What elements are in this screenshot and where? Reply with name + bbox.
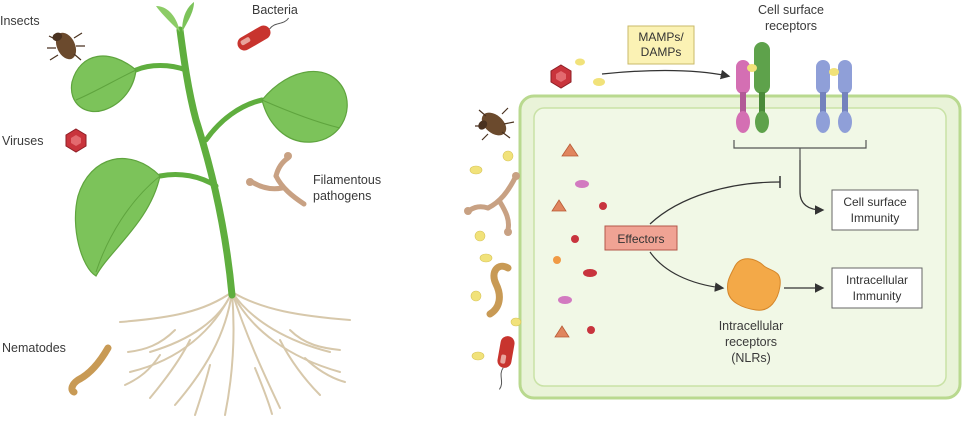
label-filamentous-line1: Filamentous	[313, 173, 381, 187]
effector-dot	[599, 202, 607, 210]
label-filamentous-line2: pathogens	[313, 189, 371, 203]
intracellular-immunity-line2: Immunity	[853, 289, 902, 303]
leaf-lower-left	[74, 158, 161, 277]
label-insects: Insects	[0, 14, 40, 28]
nlr-receptor-icon	[727, 258, 781, 311]
effector-pill	[575, 180, 589, 188]
effector-pill	[558, 296, 572, 304]
intracellular-receptors-line2: receptors	[725, 335, 777, 349]
mamp-particle	[593, 78, 605, 86]
effector-dot	[571, 235, 579, 243]
plant-stem	[176, 26, 236, 299]
receptor-pink-green	[736, 42, 770, 133]
nematode-icon	[68, 344, 112, 396]
mamp-particle	[575, 58, 585, 66]
mamps-damps-box	[627, 25, 695, 65]
mamp-particles-outside	[469, 150, 522, 361]
effectors-label: Effectors	[617, 232, 664, 246]
insect-icon-right	[475, 107, 515, 141]
effector-dot	[587, 326, 595, 334]
bacteria-icon	[237, 17, 290, 51]
effectors-box	[604, 225, 678, 251]
effector-inhibition-line	[649, 181, 781, 225]
label-bacteria: Bacteria	[252, 3, 298, 17]
cell-surface-receptors-line1: Cell surface	[758, 3, 824, 17]
cell-surface-immunity-line2: Immunity	[851, 211, 900, 225]
effector-particles	[551, 143, 607, 338]
plant	[70, 2, 351, 416]
leaf-top	[156, 2, 194, 32]
filamentous-pathogen-icon	[249, 155, 307, 207]
effector-triangle	[551, 199, 567, 212]
cell-surface-immunity-box	[831, 189, 919, 231]
intracellular-immunity-box	[831, 267, 923, 309]
virus-icon-right	[550, 64, 572, 89]
receptor-blue-pair	[816, 60, 852, 133]
mamps-label-line1: MAMPs/	[638, 30, 684, 44]
mamps-arrow	[601, 69, 731, 80]
effector-triangle	[554, 325, 570, 338]
effector-dot	[553, 256, 561, 264]
intracellular-receptors-line1: Intracellular	[719, 319, 784, 333]
cell-surface-signal-arrow	[799, 160, 825, 215]
plant-roots	[119, 291, 351, 416]
mamps-label-line2: DAMPs	[641, 45, 682, 59]
effector-to-nlr-arrow	[649, 251, 725, 292]
bacteria-icon-right	[497, 336, 515, 390]
virus-icon	[65, 128, 87, 153]
insect-icon	[47, 32, 85, 61]
nematode-icon-right	[486, 262, 512, 318]
filamentous-pathogen-icon-right	[467, 173, 519, 233]
effector-pill	[583, 269, 597, 277]
receptor-bracket	[733, 140, 867, 160]
cell-surface-immunity-line1: Cell surface	[843, 195, 907, 209]
intracellular-receptors-line3: (NLRs)	[731, 351, 771, 365]
leaf-upper-right	[261, 70, 348, 143]
cell-surface-receptors-line2: receptors	[765, 19, 817, 33]
label-nematodes: Nematodes	[2, 341, 66, 355]
label-viruses: Viruses	[2, 134, 43, 148]
intracellular-immunity-line1: Intracellular	[846, 273, 908, 287]
effector-triangle	[561, 143, 579, 157]
leaf-upper-left	[70, 55, 137, 113]
